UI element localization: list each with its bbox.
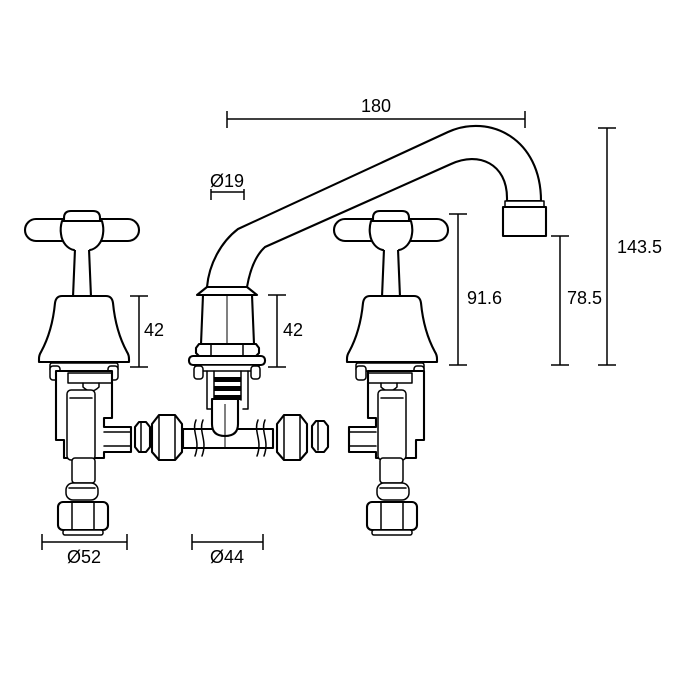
spout-hex-nut [194,342,261,358]
handle-stem [396,247,402,299]
handle-shroud-bell [345,294,439,364]
left-handle [23,209,141,364]
cartridge [66,389,96,461]
dim-handle-base-diameter: Ø52 [41,534,128,567]
tail-collar [376,482,410,501]
tail-neck [71,457,96,484]
dim-spout-reach: 180 [226,96,526,128]
dim-spout-diameter: Ø19 [210,171,245,200]
cartridge [377,389,407,461]
handle-stem [71,247,77,299]
dim-label-handle-height: 91.6 [467,288,502,308]
thread-band [214,386,241,391]
spout-base-flare [195,285,259,297]
backnut-lip [371,529,413,536]
thread-band [214,377,241,382]
dim-spout-base-diameter: Ø44 [191,534,264,567]
olive-left [133,420,152,454]
spout-tube [205,124,543,289]
olive-right [310,419,330,454]
dim-spout-body-height: 42 [268,294,303,368]
handle-boss-fill [60,221,104,250]
pipe-break-mark [262,419,267,457]
dim-label-spout-base-diameter: Ø44 [210,547,244,567]
backnut [365,500,419,532]
dim-label-spout-diameter: Ø19 [210,171,244,191]
spout-base-flange [187,354,267,367]
dim-label-handle-shroud-height: 42 [144,320,164,340]
left-valve-body [49,362,133,536]
bonnet-cap [67,372,113,384]
dim-label-spout-body-height: 42 [283,320,303,340]
pipe-break-mark [200,419,205,457]
dimension-annotations: 180 Ø19 42 42 91.6 [41,96,662,567]
washer-ear [355,365,367,381]
dim-label-spout-reach: 180 [361,96,391,116]
spout-backplate [194,364,260,372]
bonnet-cap [367,372,413,384]
dim-handle-height: 91.6 [449,213,502,366]
handle-boss-fill [369,221,413,250]
dim-overall-height: 143.5 [598,127,662,366]
compression-nut-left [150,413,184,462]
dim-label-overall-height: 143.5 [617,237,662,257]
tail-neck [379,457,404,484]
supply-pipe-assembly [133,377,330,462]
dim-handle-shroud-height: 42 [130,295,164,368]
handle-stem [380,247,386,299]
aerator-nozzle [501,205,548,238]
tail-collar [65,482,99,501]
backplate-ear [193,365,204,380]
handle-top-button [371,209,411,223]
dim-label-handle-base-diameter: Ø52 [67,547,101,567]
backplate-ear [250,365,261,380]
shank-side [206,370,213,410]
handle-stem [87,247,93,299]
backnut [56,500,110,532]
compression-nut-right [275,413,309,462]
spout-assembly [187,124,548,410]
handle-shroud-bell [37,294,131,364]
right-handle [332,209,450,364]
backnut-lip [62,529,104,536]
pipe-break-mark [193,419,198,457]
handle-top-button [62,209,102,223]
pipe-break-mark [255,419,260,457]
thread-band [214,395,241,400]
shank-side [242,370,249,410]
dim-label-outlet-height: 78.5 [567,288,602,308]
dim-outlet-height: 78.5 [551,235,602,366]
right-valve-body [347,362,426,536]
